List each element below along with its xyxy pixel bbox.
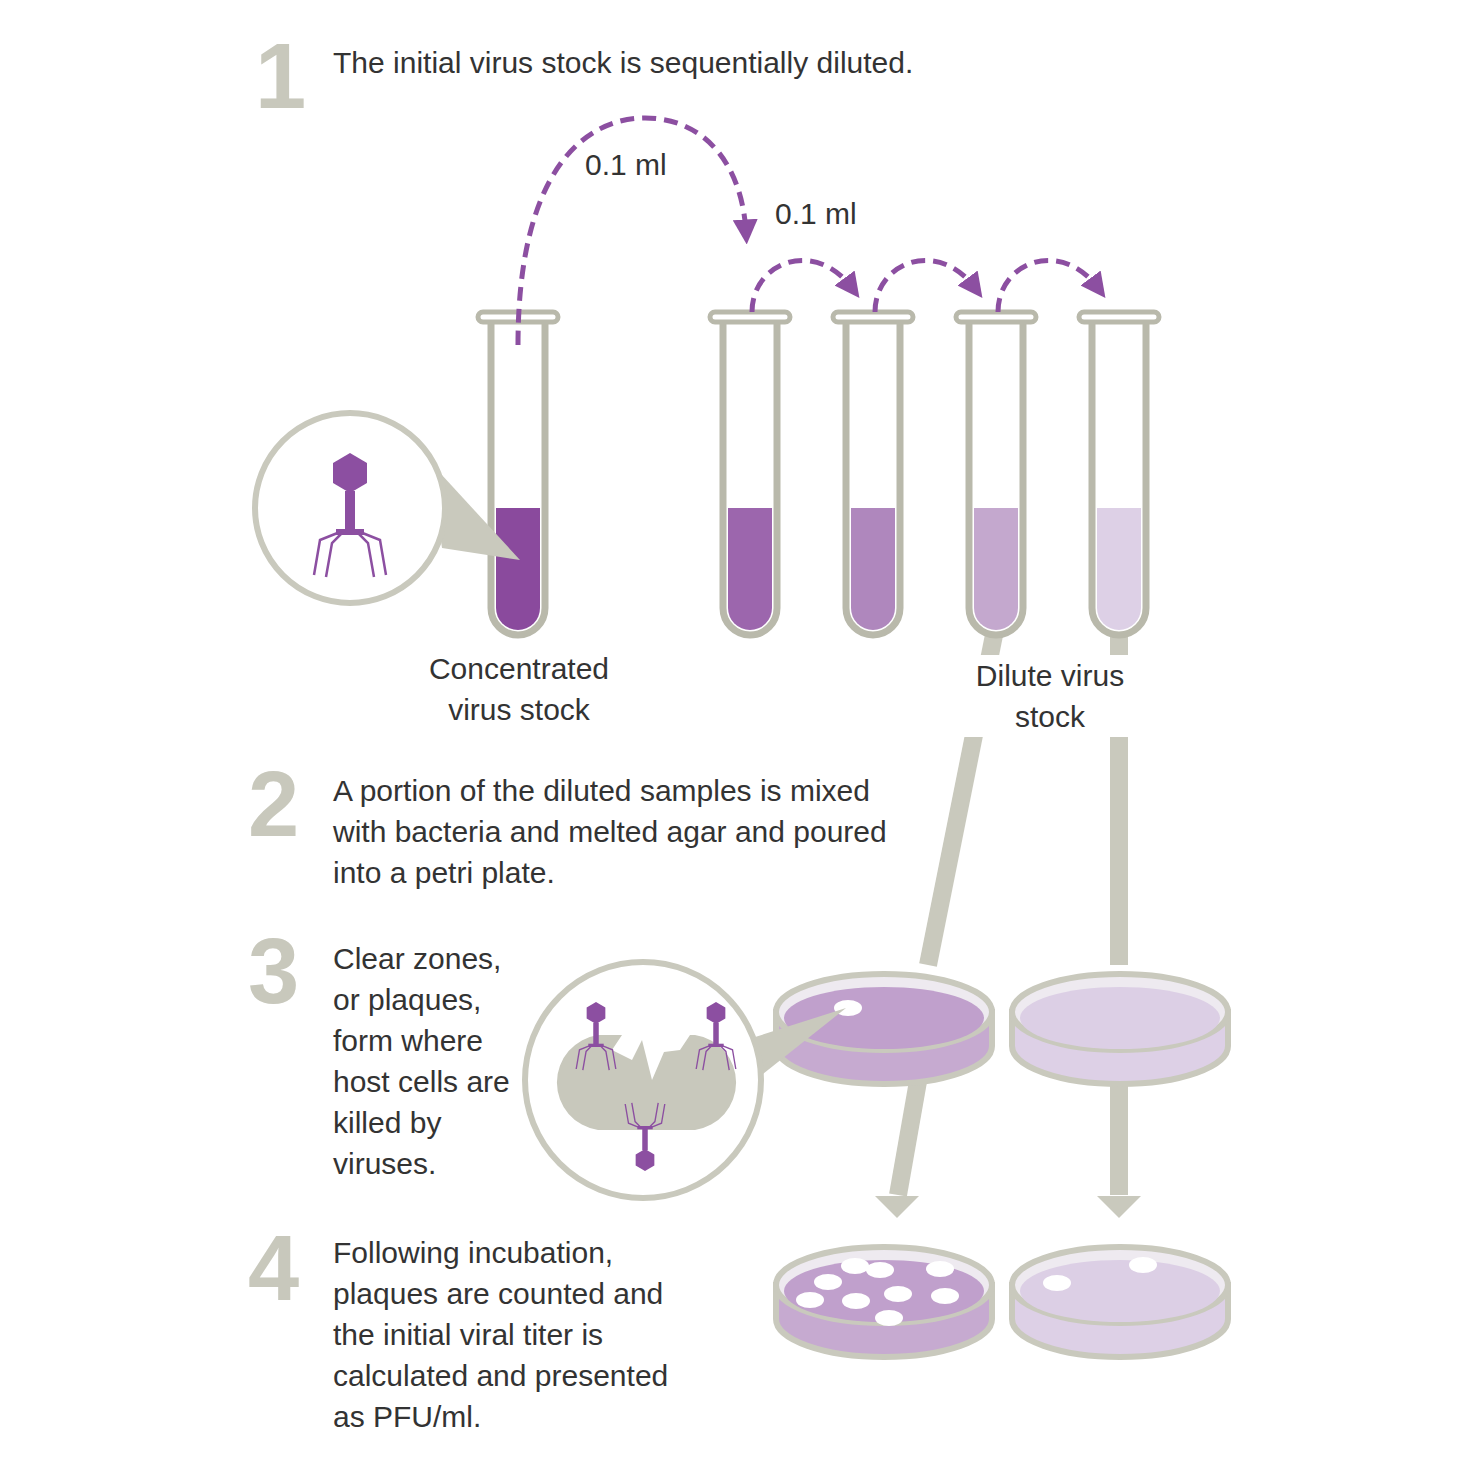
tube-rim [956,312,1036,322]
virus-liquid [851,508,895,630]
leader-band [898,1070,920,1195]
virus-liquid [1097,508,1141,630]
tube-body [1092,320,1146,635]
host-cell [557,1035,736,1130]
tube-caption: Dilute virus stock [945,655,1155,737]
tube-caption: Concentrated virus stock [403,648,635,730]
zoom-circle [255,413,445,603]
test-tube [833,312,913,635]
band-arrowhead [1097,1196,1141,1218]
bacteriophage [576,1002,616,1070]
step-number: 2 [248,758,299,850]
step-number: 4 [248,1222,299,1314]
plaque [875,1310,903,1326]
transfer-arrow [998,260,1098,312]
band-arrowhead [875,1196,919,1218]
plaque [841,1258,869,1274]
test-tube [956,312,1036,635]
virus-liquid [728,508,772,630]
virus-liquid [974,508,1018,630]
tube-label-node: Dilute virus stock [945,655,1155,741]
plaque [884,1286,912,1302]
label-text: A portion of the diluted samples is mixe… [333,770,893,893]
plaque [814,1274,842,1290]
tube-body [491,320,545,635]
tube-rim [710,312,790,322]
bacteriophage [696,1002,736,1070]
tube-body [969,320,1023,635]
tube-body [846,320,900,635]
petri-plate [776,1247,992,1357]
zoom-circle [525,962,761,1198]
plaque [931,1288,959,1304]
plaque [842,1293,870,1309]
plaque [866,1262,894,1278]
test-tubes [478,312,1159,635]
plaque [1043,1275,1071,1291]
step-number: 3 [248,925,299,1017]
label-text: The initial virus stock is sequentially … [333,42,1093,83]
tube-label-node: Concentrated virus stock [403,648,635,734]
transfer-arrow [875,260,975,312]
tube-body [723,320,777,635]
bacteriophage [625,1103,665,1171]
petri-plate [1012,974,1228,1084]
label-text: 0.1 ml [585,144,667,185]
petri-plate [1012,1247,1228,1357]
plaque [796,1292,824,1308]
tube-rim [1079,312,1159,322]
label-text: Clear zones, or plaques, form where host… [333,938,518,1184]
bacteriophage [314,453,386,577]
test-tube [1079,312,1159,635]
transfer-arrow [518,118,746,345]
test-tube [710,312,790,635]
test-tube [478,312,558,635]
tube-rim [833,312,913,322]
plaque [926,1261,954,1277]
plaque [1129,1257,1157,1273]
leader-band [1110,1070,1128,1195]
transfer-arrows [518,118,1098,345]
step-number: 1 [255,30,306,122]
virus-liquid [496,508,540,630]
transfer-arrow [752,260,852,312]
zoom-pointer [752,1008,846,1078]
label-text: 0.1 ml [775,193,857,234]
label-text: Following incubation, plaques are counte… [333,1232,703,1437]
